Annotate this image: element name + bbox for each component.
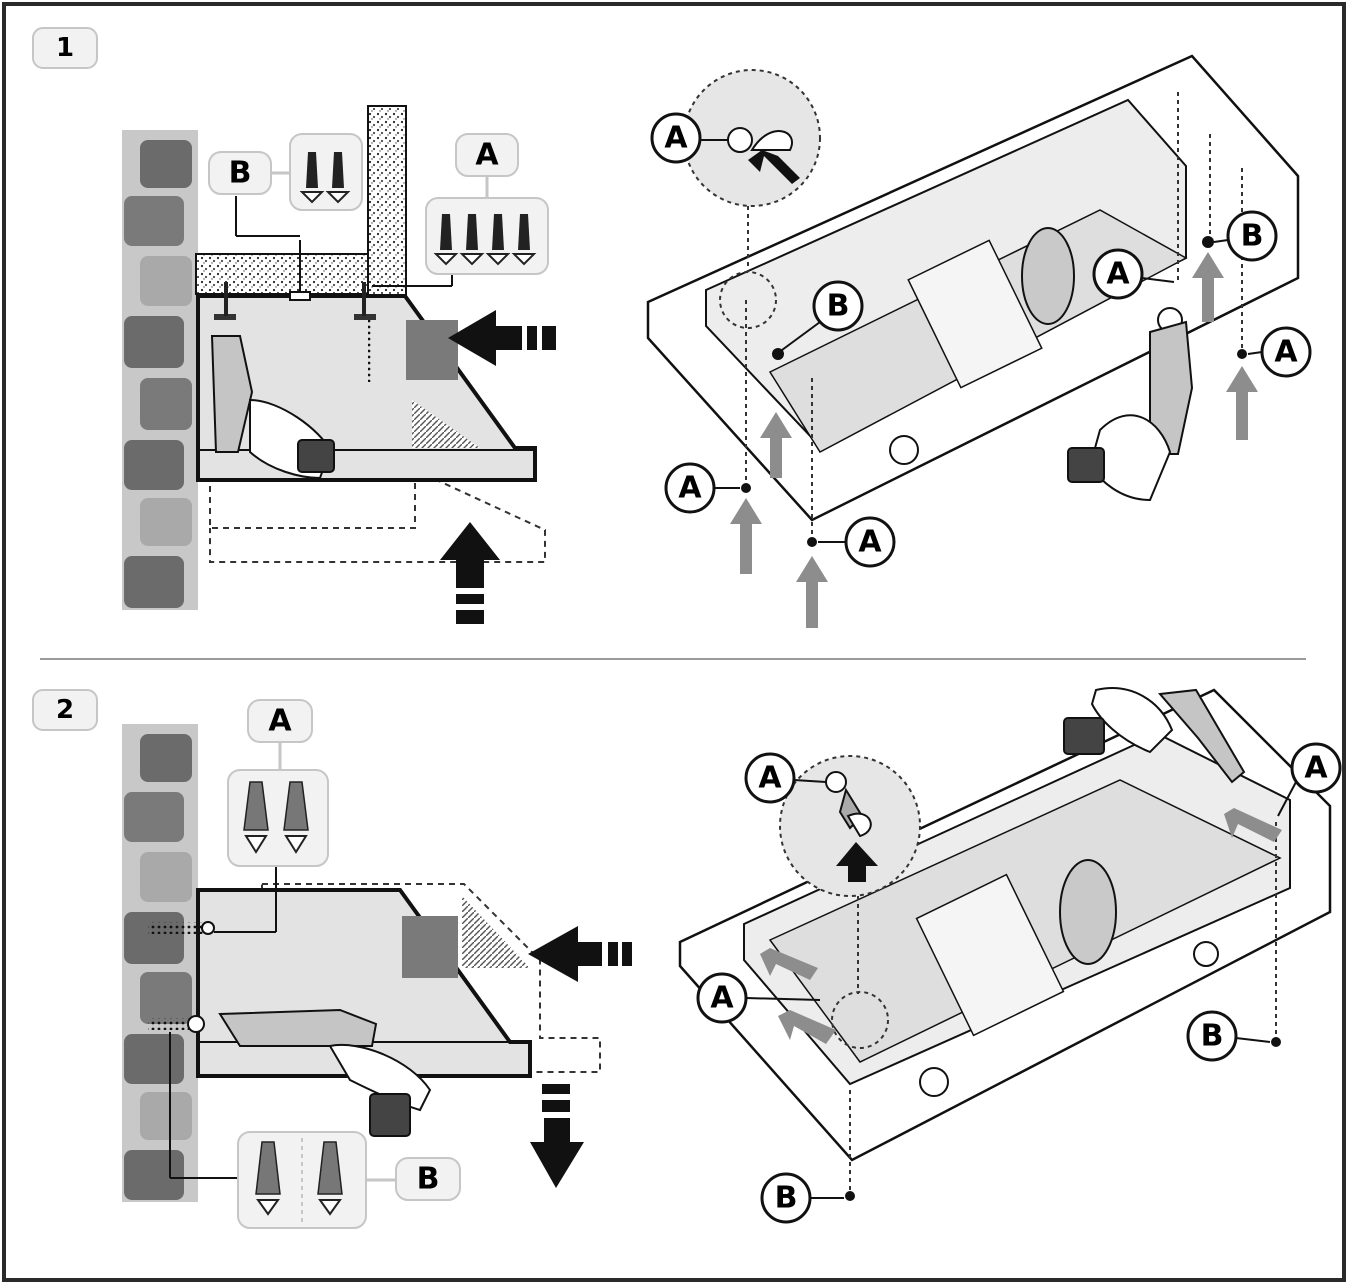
step2-underside-view: A A A B B <box>678 687 1342 1224</box>
step-badge-2: 2 <box>32 689 98 731</box>
step2-side-view: A B <box>122 699 632 1229</box>
screw-paths <box>849 822 1277 1190</box>
push-arrow-left <box>448 310 556 366</box>
callout-a-bottom-left: A <box>664 462 740 514</box>
svg-text:A: A <box>710 981 734 1016</box>
screw-set-b: B <box>208 133 363 211</box>
svg-text:A: A <box>678 471 702 506</box>
screw-set-a: A <box>425 133 549 275</box>
drill-icon <box>218 1008 432 1137</box>
callout-a-bottom: A <box>818 516 896 568</box>
callout-b-right: B <box>1213 210 1278 262</box>
callout-b-left: B <box>781 280 864 351</box>
push-arrow-left <box>528 926 632 982</box>
step1-underside-view: A B A A A B A <box>646 54 1312 628</box>
svg-text:B: B <box>827 289 850 324</box>
label-b: B <box>229 156 252 191</box>
drill-icon <box>1063 687 1246 784</box>
svg-text:A: A <box>1274 335 1298 370</box>
drill-icon <box>1067 320 1194 502</box>
svg-text:A: A <box>858 525 882 560</box>
step-number: 2 <box>56 695 74 725</box>
brick-wall <box>122 724 198 1202</box>
plug-set-a: A <box>227 699 329 867</box>
callout-a-right-inner: A <box>1092 248 1175 300</box>
label-a: A <box>268 704 292 739</box>
label-a: A <box>475 138 499 173</box>
hood-screws <box>214 196 453 382</box>
brick-wall <box>122 130 198 610</box>
svg-text:B: B <box>1201 1019 1224 1054</box>
callout-a-right: A <box>1277 742 1342 817</box>
callout-b-bottom: B <box>760 1172 844 1224</box>
svg-text:A: A <box>1304 751 1328 786</box>
step-number: 1 <box>56 33 74 63</box>
svg-text:B: B <box>1241 219 1264 254</box>
drill-icon <box>210 335 335 480</box>
svg-text:A: A <box>758 761 782 796</box>
step-badge-1: 1 <box>32 27 98 69</box>
callout-a-detail: A <box>744 752 827 804</box>
callout-a-detail: A <box>650 112 728 164</box>
plug-set-b: B <box>237 1131 461 1229</box>
svg-text:A: A <box>1106 257 1130 292</box>
wall-plugs <box>148 862 277 1179</box>
lift-arrows <box>730 252 1258 628</box>
step1-side-view: B A <box>122 105 556 624</box>
cabinet-side <box>367 105 407 297</box>
pull-arrow-down <box>530 1084 584 1188</box>
label-b: B <box>417 1162 440 1197</box>
svg-text:B: B <box>775 1181 798 1216</box>
push-arrow-up <box>440 522 500 624</box>
callout-a-left: A <box>696 972 821 1024</box>
svg-text:A: A <box>664 121 688 156</box>
callout-b-right: B <box>1186 1010 1271 1062</box>
callout-a-right: A <box>1247 326 1312 378</box>
push-arrows <box>760 808 1282 1044</box>
